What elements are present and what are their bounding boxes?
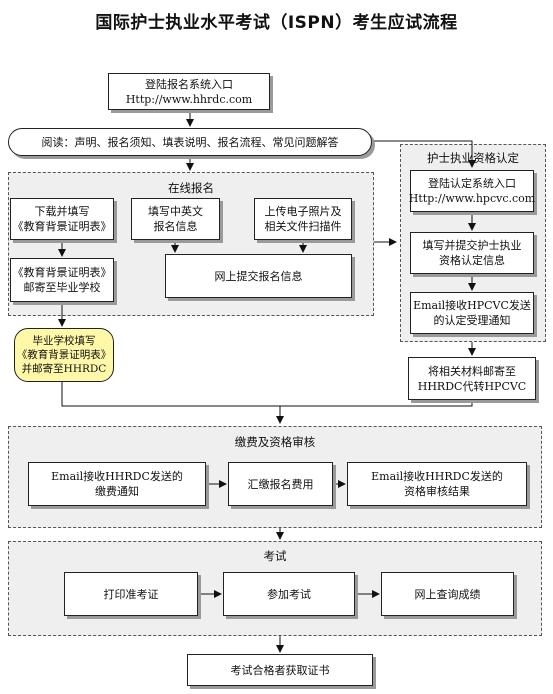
mail-to-school-box: 《教育背景证明表》 邮寄至毕业学校 [10,258,114,302]
email-review-result-line1: Email接收HHRDC发送的 [371,470,503,483]
online-registration-label: 在线报名 [168,181,214,195]
school-mail-line3: 并邮寄至HHRDC [21,363,107,375]
mail-to-school-line2: 邮寄至毕业学校 [23,281,101,294]
email-review-result-line2: 资格审核结果 [404,485,470,498]
download-form-line2: 《教育背景证明表》 [12,220,112,233]
query-score-text: 网上查询成绩 [414,587,481,601]
fee-review-label: 缴费及资格审核 [234,435,316,449]
registration-entry-box: 登陆报名系统入口 Http://www.hhrdc.com [108,73,270,110]
submit-online-box: 网上提交报名信息 [165,254,352,298]
email-fee-notice-line1: Email接收HHRDC发送的 [51,470,183,483]
certificate-text: 考试合格者获取证书 [230,663,330,677]
download-form-line1: 下载并填写 [34,205,90,218]
fill-info-line1: 填写中英文 [148,205,203,218]
upload-files-box: 上传电子照片及 相关文件扫描件 [254,198,352,240]
license-certification-label: 护士执业资格认定 [427,151,519,165]
print-admission-ticket-box: 打印准考证 [64,572,198,616]
email-fee-notice-box: Email接收HHRDC发送的 缴费通知 [28,462,206,506]
school-mail-line1: 毕业学校填写 [32,335,96,347]
page-title: 国际护士执业水平考试（ISPN）考生应试流程 [95,13,458,33]
mail-materials-box: 将相关材料邮寄至 HHRDC代转HPCVC [408,357,536,400]
attend-exam-box: 参加考试 [223,572,355,616]
email-review-result-box: Email接收HHRDC发送的 资格审核结果 [347,462,527,506]
pay-fee-text: 汇缴报名费用 [247,477,314,491]
attend-exam-text: 参加考试 [267,587,311,601]
license-entry-line1: 登陆认定系统入口 [428,177,516,190]
email-fee-notice-line2: 缴费通知 [95,485,139,498]
download-form-box: 下载并填写 《教育背景证明表》 [10,198,114,240]
registration-entry-url: Http://www.hhrdc.com [125,92,253,106]
license-email-line1: Email接收HPCVC发送 [413,299,531,312]
query-score-box: 网上查询成绩 [381,572,514,616]
submit-online-text: 网上提交报名信息 [214,269,303,283]
registration-entry-line1: 登陆报名系统入口 [145,77,233,91]
pay-fee-box: 汇缴报名费用 [228,462,333,506]
upload-files-line2: 相关文件扫描件 [264,220,342,233]
school-mail-oval: 毕业学校填写 《教育背景证明表》 并邮寄至HHRDC [14,328,114,382]
license-email-line2: 的认定受理通知 [433,314,511,327]
license-email-box: Email接收HPCVC发送 的认定受理通知 [410,292,534,334]
mail-materials-line1: 将相关材料邮寄至 [428,364,516,378]
license-fill-box: 填写并提交护士执业 资格认定信息 [410,232,534,274]
mail-materials-line2: HHRDC代转HPCVC [417,379,527,393]
print-admission-ticket-text: 打印准考证 [103,587,159,601]
license-fill-line1: 填写并提交护士执业 [422,239,522,252]
upload-files-line1: 上传电子照片及 [264,205,342,218]
license-fill-line2: 资格认定信息 [439,254,505,267]
license-entry-box: 登陆认定系统入口 Http://www.hpcvc.com [408,170,536,212]
reading-notice-pill: 阅读：声明、报名须知、填表说明、报名流程、常见问题解答 [8,128,372,156]
exam-label: 考试 [263,549,287,563]
fill-info-box: 填写中英文 报名信息 [131,198,220,240]
license-entry-url: Http://www.hpcvc.com [408,192,536,205]
certificate-box: 考试合格者获取证书 [187,654,373,686]
fill-info-line2: 报名信息 [153,220,198,233]
mail-to-school-line1: 《教育背景证明表》 [12,266,112,279]
school-mail-line2: 《教育背景证明表》 [16,349,112,361]
